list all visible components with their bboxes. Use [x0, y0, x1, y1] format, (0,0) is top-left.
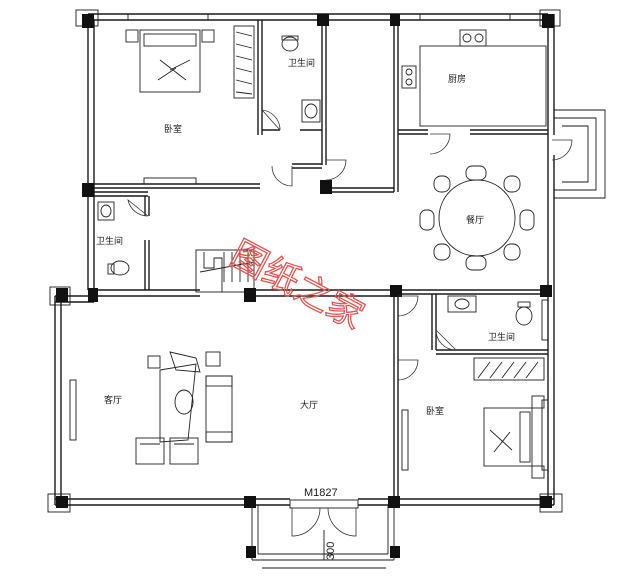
staircase	[195, 249, 255, 293]
windows	[69, 13, 549, 471]
right-bath-fixtures	[447, 295, 533, 326]
doors	[127, 109, 573, 381]
dimension-label: 300	[325, 542, 337, 560]
label-bath-right: 卫生间	[488, 331, 515, 342]
left-bath-fixtures	[97, 201, 130, 276]
kitchen-fixtures	[401, 29, 547, 127]
top-bath-fixtures	[281, 35, 321, 123]
dining-table	[419, 165, 535, 271]
room-labels: 卧室 卫生间 厨房 餐厅 卫生间 卫生间 客厅 大厅 卧室	[96, 57, 515, 416]
label-living: 客厅	[104, 394, 122, 405]
living-room-sofa	[135, 351, 233, 465]
label-bedroom-right: 卧室	[426, 405, 444, 416]
top-bedroom-furniture	[125, 25, 255, 99]
interior-walls	[94, 20, 549, 499]
entrance-porch	[251, 499, 395, 569]
label-hall: 大厅	[300, 399, 318, 410]
door-code-label: M1827	[304, 487, 338, 499]
label-dining: 餐厅	[466, 214, 484, 225]
label-kitchen: 厨房	[448, 73, 466, 84]
outer-walls	[47, 9, 563, 513]
watermark-text: 图纸之家	[224, 234, 370, 338]
label-bath-left: 卫生间	[96, 235, 123, 246]
label-bedroom-top: 卧室	[164, 123, 182, 134]
label-bath-top: 卫生间	[288, 57, 315, 68]
right-closet	[477, 361, 539, 379]
side-porch	[554, 109, 606, 199]
right-bedroom-bed	[483, 395, 545, 479]
columns	[56, 14, 554, 558]
